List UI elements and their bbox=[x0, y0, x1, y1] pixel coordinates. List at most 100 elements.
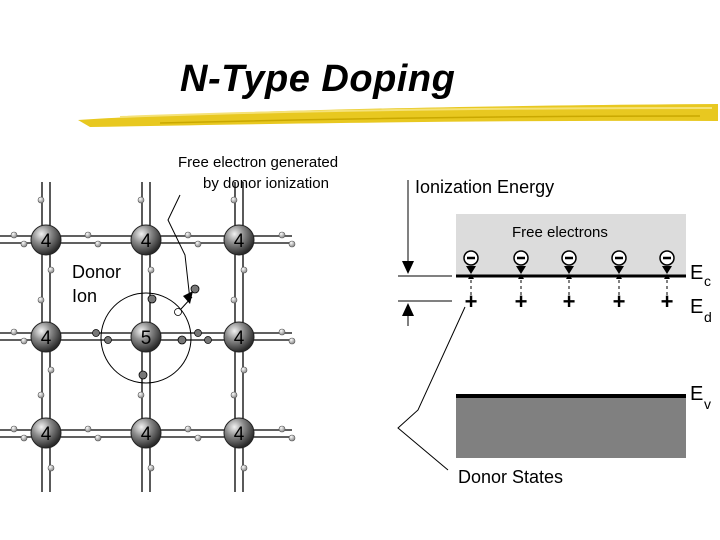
bond-electrons bbox=[10, 196, 296, 472]
bond-electron bbox=[278, 328, 286, 336]
bond-electron bbox=[47, 366, 55, 374]
bond-electron bbox=[137, 196, 145, 204]
donor-states-pointer bbox=[397, 306, 466, 471]
donor-atom: 5 bbox=[130, 321, 162, 353]
bond-electron bbox=[94, 240, 102, 248]
atom: 4 bbox=[30, 321, 62, 353]
bond-electron bbox=[278, 231, 286, 239]
donor-ion-marker: + bbox=[515, 289, 528, 314]
svg-text:c: c bbox=[704, 273, 711, 289]
conduction-band-region bbox=[456, 214, 686, 276]
bond-electron bbox=[20, 337, 28, 345]
bond-electron bbox=[10, 425, 18, 433]
electron-vacancy bbox=[174, 308, 182, 316]
donor-states-label: Donor States bbox=[458, 467, 563, 487]
bond-electron bbox=[147, 266, 155, 274]
atom: 4 bbox=[30, 224, 62, 256]
atom: 4 bbox=[223, 417, 255, 449]
bond-electron bbox=[240, 266, 248, 274]
svg-text:E: E bbox=[690, 262, 703, 284]
svg-text:4: 4 bbox=[141, 424, 152, 445]
svg-text:4: 4 bbox=[41, 231, 52, 252]
svg-text:v: v bbox=[704, 396, 711, 412]
bond-electron bbox=[47, 266, 55, 274]
bond-electron bbox=[84, 231, 92, 239]
svg-text:E: E bbox=[690, 383, 703, 405]
bond-electron bbox=[20, 240, 28, 248]
conduction-electron bbox=[561, 250, 577, 279]
bond-electron bbox=[194, 329, 202, 337]
bond-electron bbox=[230, 196, 238, 204]
slide-title: N-Type Doping bbox=[180, 58, 456, 100]
bond-electron bbox=[147, 464, 155, 472]
bond-electron bbox=[288, 240, 296, 248]
caption-pointer bbox=[167, 194, 191, 301]
bond-electron bbox=[288, 434, 296, 442]
svg-text:4: 4 bbox=[234, 328, 245, 349]
atom: 4 bbox=[130, 224, 162, 256]
atom: 4 bbox=[130, 417, 162, 449]
donor-electron bbox=[138, 370, 148, 380]
bond-electron bbox=[37, 391, 45, 399]
atom: 4 bbox=[223, 224, 255, 256]
donor-ion-marker: + bbox=[661, 289, 674, 314]
donor-ion-marker: + bbox=[613, 289, 626, 314]
conduction-electron bbox=[611, 250, 627, 279]
bond-electron bbox=[10, 231, 18, 239]
donor-ion-markers: + + + + + bbox=[465, 280, 674, 314]
ionization-energy-label: Ionization Energy bbox=[415, 177, 554, 197]
bond-electron bbox=[230, 296, 238, 304]
bond-electron bbox=[37, 196, 45, 204]
conduction-electron bbox=[659, 250, 675, 279]
svg-text:5: 5 bbox=[141, 328, 152, 349]
free-electron-markers bbox=[463, 250, 675, 279]
bond-electron bbox=[10, 328, 18, 336]
donor-label-line2: Ion bbox=[72, 286, 97, 306]
bond-electron bbox=[184, 425, 192, 433]
svg-text:4: 4 bbox=[234, 424, 245, 445]
svg-text:E: E bbox=[690, 296, 703, 318]
bond-electron bbox=[288, 337, 296, 345]
bond-electron bbox=[137, 391, 145, 399]
conduction-electron bbox=[463, 250, 479, 279]
bond-electron bbox=[104, 336, 112, 344]
donor-electron bbox=[147, 294, 157, 304]
donor-level-label: E d bbox=[690, 296, 712, 325]
bond-electron bbox=[194, 240, 202, 248]
bond-electron bbox=[94, 434, 102, 442]
atom: 4 bbox=[223, 321, 255, 353]
svg-text:4: 4 bbox=[234, 231, 245, 252]
bond-electron bbox=[84, 425, 92, 433]
bond-electron bbox=[240, 464, 248, 472]
free-electron-caption-line2: by donor ionization bbox=[203, 175, 329, 192]
free-electrons-label: Free electrons bbox=[512, 224, 608, 241]
bond-electron bbox=[240, 366, 248, 374]
title-underline bbox=[78, 104, 718, 127]
valence-band-label: E v bbox=[690, 383, 711, 412]
bond-electron bbox=[37, 296, 45, 304]
bond-electron bbox=[204, 336, 212, 344]
bond-electron bbox=[194, 434, 202, 442]
svg-text:4: 4 bbox=[41, 328, 52, 349]
valence-band-region bbox=[456, 395, 686, 458]
ionization-energy-bracket bbox=[398, 180, 452, 326]
donor-ion-marker: + bbox=[465, 289, 478, 314]
caption-pointer-arrowhead bbox=[183, 291, 193, 304]
svg-text:4: 4 bbox=[141, 231, 152, 252]
donor-ion-marker: + bbox=[563, 289, 576, 314]
bond-electron bbox=[47, 464, 55, 472]
bond-electron bbox=[278, 425, 286, 433]
svg-text:d: d bbox=[704, 309, 712, 325]
conduction-band-label: E c bbox=[690, 262, 711, 289]
bond-electron bbox=[92, 329, 100, 337]
atom: 4 bbox=[30, 417, 62, 449]
svg-text:4: 4 bbox=[41, 424, 52, 445]
bond-electron bbox=[230, 391, 238, 399]
conduction-electron bbox=[513, 250, 529, 279]
free-electron-caption-line1: Free electron generated bbox=[178, 154, 338, 171]
bond-electron bbox=[184, 231, 192, 239]
donor-label-line1: Donor bbox=[72, 262, 121, 282]
donor-orbit bbox=[100, 292, 192, 384]
